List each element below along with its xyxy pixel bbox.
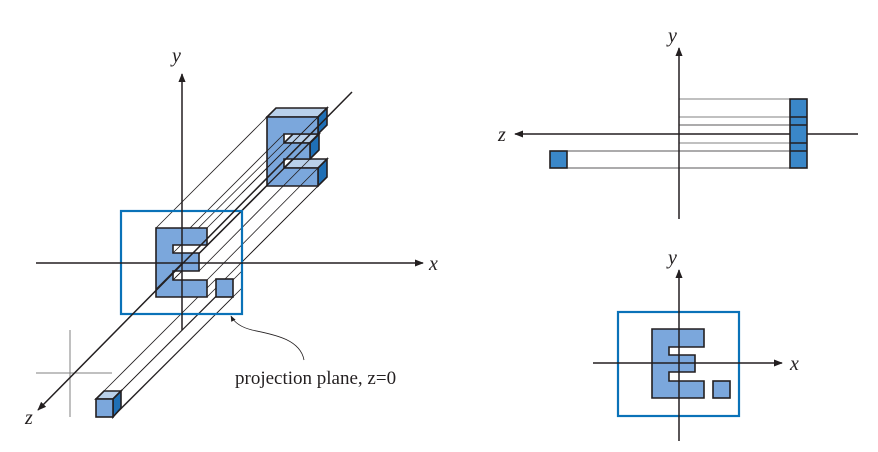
side-view-zy: y z xyxy=(497,25,858,219)
z-axis xyxy=(37,91,353,411)
y-axis-label: y xyxy=(170,45,181,67)
front-square xyxy=(712,380,731,399)
z-axis-label: z xyxy=(24,407,33,429)
side-z-label: z xyxy=(497,124,506,146)
plane-leader-arrow xyxy=(230,315,305,361)
front-cube xyxy=(94,389,123,420)
projected-square xyxy=(215,278,234,298)
front-y-label: y xyxy=(666,247,677,269)
x-axis-label: x xyxy=(428,253,438,275)
projection-plane-label: projection plane, z=0 xyxy=(235,368,396,389)
front-view-xy: y x xyxy=(593,247,799,441)
3d-view: y x z projection plane, z=0 xyxy=(24,45,438,429)
front-x-label: x xyxy=(789,353,799,375)
side-square xyxy=(549,150,568,169)
side-y-label: y xyxy=(666,25,677,47)
side-letter-e-edge xyxy=(789,98,808,169)
